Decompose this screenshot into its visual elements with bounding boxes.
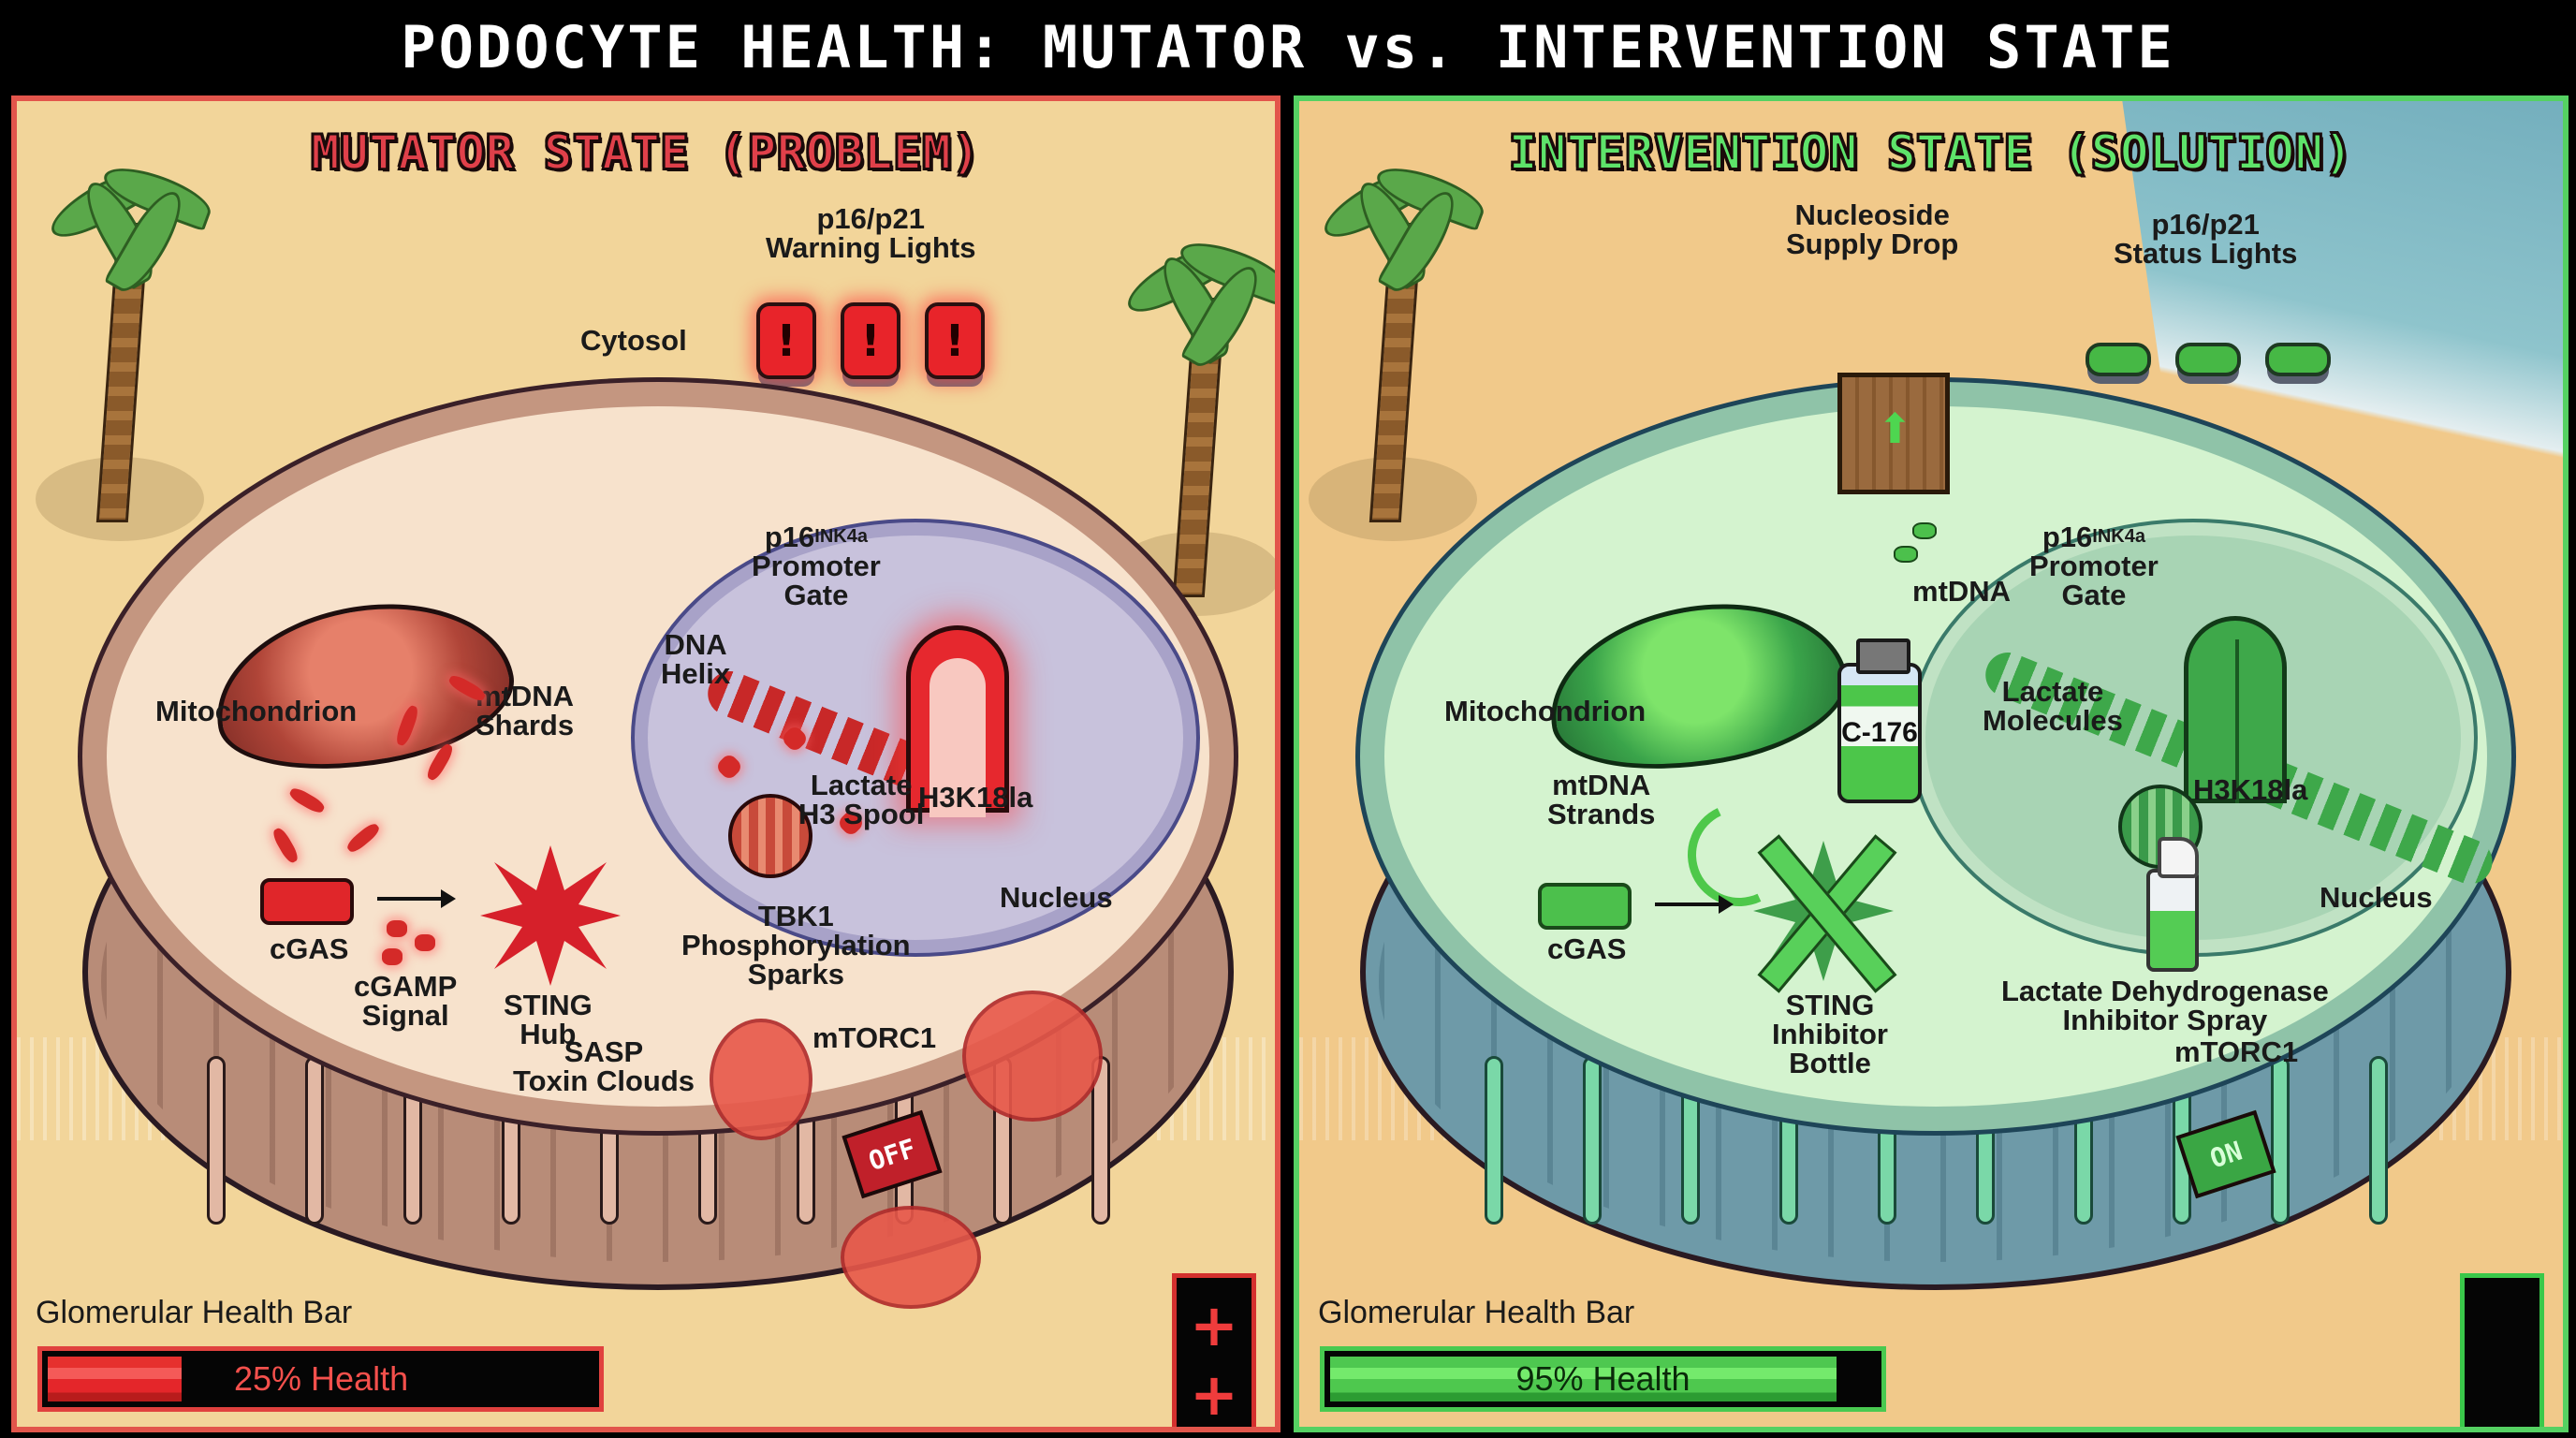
sasp-cloud-icon — [710, 1019, 812, 1140]
cgamp-label: cGAMP Signal — [354, 970, 458, 1032]
cgamp-icon — [382, 948, 402, 965]
status-lights — [2086, 343, 2331, 376]
health-bar-label: Glomerular Health Bar — [1318, 1295, 1635, 1330]
albuminuria-meter: + + + — [1172, 1273, 1256, 1429]
health-value: 25% Health — [234, 1359, 409, 1398]
cgamp-icon — [415, 934, 435, 951]
main-title: PODOCYTE HEALTH: MUTATOR vs. INTERVENTIO… — [401, 12, 2175, 81]
lactate-spool-label: Lactate H3 Spool — [798, 769, 925, 830]
tbk1-label: TBK1 Phosphorylation Sparks — [681, 900, 911, 990]
sting-hub-icon — [480, 845, 621, 986]
supply-drop-label: Nucleoside Supply Drop — [1786, 198, 1959, 260]
ldh-spray-bottle-icon — [2146, 837, 2199, 972]
cgas-icon — [260, 878, 354, 925]
status-light-icon — [2175, 343, 2241, 376]
warning-light-icon: ! — [756, 302, 816, 379]
mtorc1-label: mTORC1 — [2174, 1035, 2299, 1068]
nucleus-label: Nucleus — [1000, 881, 1113, 914]
arrow-icon — [1655, 895, 1734, 914]
h3k18la-label: H3K18la — [2193, 773, 2308, 806]
c176-vial: C-176 — [1837, 638, 1922, 803]
inhibit-x-icon — [1744, 831, 1903, 990]
mtdna-icon — [1912, 522, 1937, 539]
status-light-icon — [2265, 343, 2331, 376]
promoter-gate-icon — [2184, 616, 2287, 803]
sting-label: STING Hub — [504, 989, 593, 1050]
mtdna-shards-label: mtDNA Shards — [476, 680, 575, 741]
warning-light-icon: ! — [841, 302, 900, 379]
palm-tree-icon — [26, 139, 217, 541]
albuminuria-label: Albuminuria Meter — [985, 1424, 1153, 1427]
mitochondrion-label: Mitochondrion — [1444, 695, 1647, 727]
albuminuria-meter — [2460, 1273, 2544, 1427]
health-bar-fill — [1330, 1357, 1837, 1401]
panel-heading: MUTATOR STATE (PROBLEM) — [310, 125, 981, 181]
health-bar-label: Glomerular Health Bar — [36, 1295, 353, 1330]
h3k18la-label: H3K18la — [918, 781, 1033, 814]
health-bar: 95% Health — [1320, 1346, 1886, 1412]
arrow-icon — [377, 889, 456, 908]
supply-crate-icon — [1837, 373, 1950, 494]
mitochondrion-label: Mitochondrion — [155, 695, 358, 727]
intervention-panel: INTERVENTION STATE (SOLUTION) Nucleoside… — [1294, 95, 2569, 1432]
dna-helix-label: DNA Helix — [661, 628, 731, 690]
status-light-icon — [2086, 343, 2151, 376]
cgas-icon — [1538, 883, 1632, 930]
panel-heading: INTERVENTION STATE (SOLUTION) — [1508, 125, 2353, 181]
health-bar-fill — [48, 1357, 182, 1401]
sting-inhibitor-label: STING Inhibitor Bottle — [1772, 989, 1888, 1079]
nucleus-label: Nucleus — [2320, 881, 2433, 914]
cytosol-label: Cytosol — [580, 324, 687, 357]
warning-lights: ! ! ! — [756, 302, 985, 379]
health-bar: 25% Health — [37, 1346, 604, 1412]
palm-tree-icon — [1299, 139, 1490, 541]
cgas-label: cGAS — [1547, 932, 1627, 965]
lactate-molecules-label: Lactate Molecules — [1983, 675, 2123, 737]
plus-icon: + — [1190, 1360, 1238, 1429]
albuminuria-label: Albuminuria Meter — [2273, 1424, 2441, 1427]
mtdna-label: mtDNA — [1912, 575, 2012, 608]
ldh-spray-label: Lactate Dehydrogenase Inhibitor Spray — [2001, 975, 2329, 1036]
mtdna-icon — [1894, 546, 1918, 563]
mtdna-strands-label: mtDNA Strands — [1547, 769, 1656, 830]
mutator-panel: MUTATOR STATE (PROBLEM) p16/p21 Warning … — [11, 95, 1281, 1432]
promoter-gate-icon — [906, 625, 1009, 817]
cgas-label: cGAS — [270, 932, 349, 965]
health-value: 95% Health — [1515, 1359, 1690, 1398]
warning-light-icon: ! — [925, 302, 985, 379]
warning-lights-label: p16/p21 Warning Lights — [766, 202, 976, 264]
cgamp-icon — [387, 920, 407, 937]
sasp-cloud-icon — [841, 1206, 981, 1309]
h3-spool-icon — [728, 794, 812, 878]
sasp-cloud-icon — [962, 990, 1103, 1122]
sasp-label: SASP Toxin Clouds — [513, 1035, 695, 1097]
status-lights-label: p16/p21 Status Lights — [2114, 208, 2298, 270]
plus-icon: + — [1190, 1291, 1238, 1359]
mtorc1-label: mTORC1 — [812, 1021, 937, 1054]
